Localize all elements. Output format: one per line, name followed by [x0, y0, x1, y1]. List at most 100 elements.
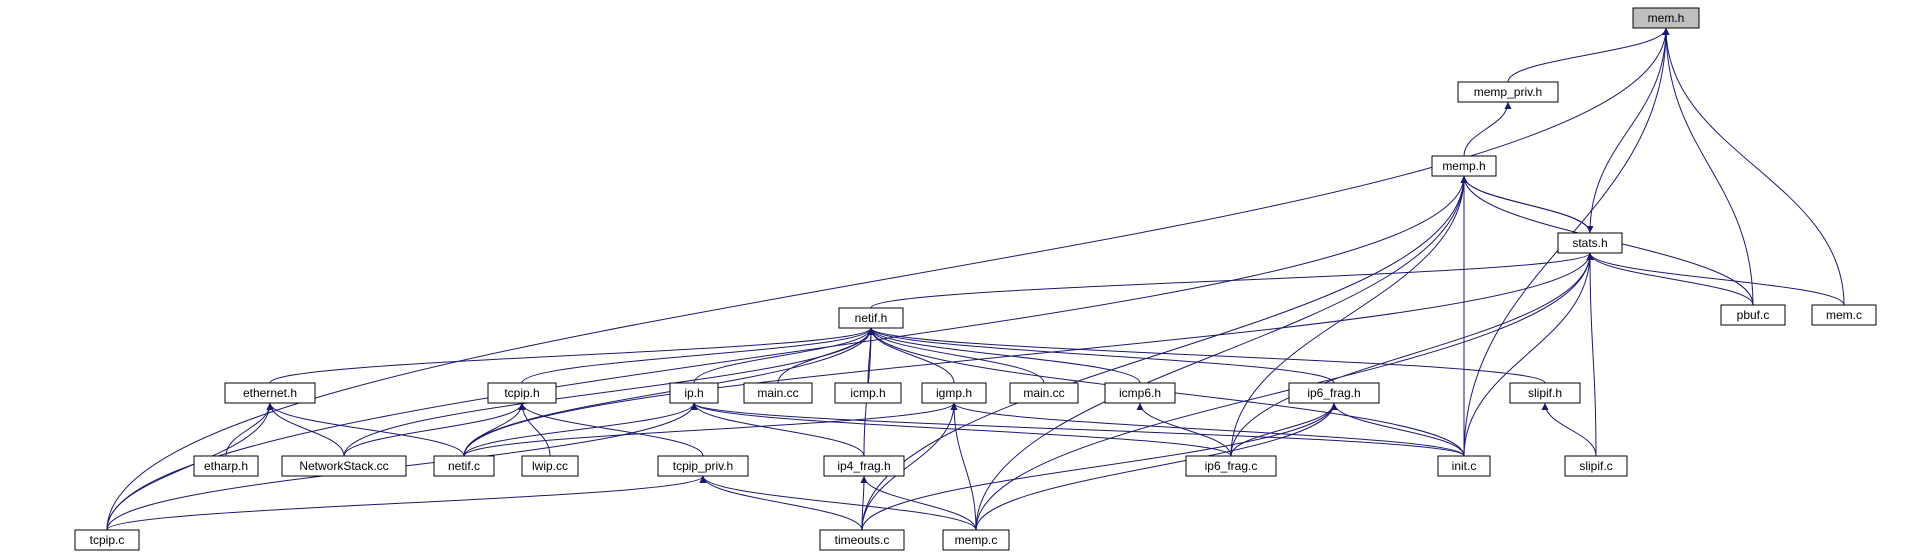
node-box — [1811, 304, 1877, 326]
node-label: memp.h — [1442, 159, 1485, 173]
node-tcpip-h[interactable]: tcpip.h — [487, 382, 557, 404]
edge-tcpip_c-to-tcpip_priv_h — [106, 475, 707, 531]
node-tcpip-priv-h[interactable]: tcpip_priv.h — [657, 455, 749, 477]
node-box — [1009, 382, 1079, 404]
node-main-cc-2[interactable]: main.cc — [1009, 382, 1079, 404]
node-ip6-frag-c[interactable]: ip6_frag.c — [1185, 455, 1277, 477]
node-box — [657, 455, 749, 477]
edge-stats_h-to-mem_h — [1589, 27, 1670, 234]
node-label: timeouts.c — [835, 533, 890, 547]
node-label: ip.h — [684, 386, 703, 400]
node-layer: mem.h memp_priv.h memp.h stats.h pbuf.c mem.c… — [74, 7, 1877, 551]
node-label: tcpip_priv.h — [673, 459, 733, 473]
node-networkstack-cc[interactable]: NetworkStack.cc — [281, 455, 407, 477]
node-box — [743, 382, 813, 404]
edge-memp_c-to-ip4_frag_h — [860, 475, 977, 531]
node-box — [1288, 382, 1380, 404]
node-igmp-h[interactable]: igmp.h — [921, 382, 987, 404]
node-box — [942, 529, 1010, 551]
node-label: ip6_frag.c — [1205, 459, 1258, 473]
edge-ip6_frag_c-to-stats_h — [1230, 252, 1594, 457]
node-mem-h[interactable]: mem.h — [1632, 7, 1700, 29]
edge-slipif_c-to-stats_h — [1586, 252, 1597, 457]
edge-ip4_frag_h-to-ip_h — [690, 402, 865, 457]
node-box — [1720, 304, 1786, 326]
node-ip4-frag-h[interactable]: ip4_frag.h — [823, 455, 905, 477]
node-label: slipif.c — [1579, 459, 1612, 473]
edge-memp_h-to-stats_h — [1463, 175, 1594, 234]
node-box — [1185, 455, 1277, 477]
node-label: igmp.h — [936, 386, 972, 400]
node-ip6-frag-h[interactable]: ip6_frag.h — [1288, 382, 1380, 404]
node-timeouts-c[interactable]: timeouts.c — [819, 529, 905, 551]
node-init-c[interactable]: init.c — [1437, 455, 1491, 477]
edge-tcpip_c-to-ethernet_h — [106, 402, 274, 531]
edge-mem_c-to-mem_h — [1662, 27, 1845, 306]
node-box — [1457, 81, 1559, 103]
node-lwip-cc[interactable]: lwip.cc — [521, 455, 579, 477]
edge-memp_c-to-igmp_h — [950, 402, 977, 531]
node-mem-c[interactable]: mem.c — [1811, 304, 1877, 326]
node-icmp-h[interactable]: icmp.h — [834, 382, 902, 404]
edge-ip6_frag_c-to-ip_h — [690, 402, 1232, 457]
edge-init_c-to-ip_h — [690, 402, 1465, 457]
edge-init_c-to-stats_h — [1463, 252, 1594, 457]
node-label: slipif.h — [1528, 386, 1562, 400]
edge-netif_c-to-ip_h — [463, 402, 698, 457]
edge-tcpip_c-to-memp_h — [106, 175, 1468, 531]
edge-networkstack_cc-to-tcpip_h — [343, 402, 526, 457]
node-tcpip-c[interactable]: tcpip.c — [74, 529, 140, 551]
node-netif-h[interactable]: netif.h — [838, 307, 904, 329]
node-etharp-h[interactable]: etharp.h — [193, 455, 259, 477]
node-box — [487, 382, 557, 404]
edge-slipif_h-to-netif_h — [867, 327, 1546, 384]
node-slipif-h[interactable]: slipif.h — [1509, 382, 1581, 404]
edge-timeouts_c-to-tcpip_priv_h — [699, 475, 863, 531]
node-box — [819, 529, 905, 551]
node-ip-h[interactable]: ip.h — [669, 382, 719, 404]
edge-slipif_c-to-slipif_h — [1541, 402, 1597, 457]
edge-netif_c-to-ethernet_h — [266, 402, 465, 457]
node-label: netif.h — [855, 311, 888, 325]
node-memp-priv-h[interactable]: memp_priv.h — [1457, 81, 1559, 103]
node-box — [1431, 155, 1497, 177]
node-label: icmp6.h — [1119, 386, 1161, 400]
node-box — [281, 455, 407, 477]
node-memp-h[interactable]: memp.h — [1431, 155, 1497, 177]
node-box — [1437, 455, 1491, 477]
node-ethernet-h[interactable]: ethernet.h — [224, 382, 316, 404]
node-label: mem.h — [1648, 11, 1685, 25]
node-memp-c[interactable]: memp.c — [942, 529, 1010, 551]
node-box — [1557, 232, 1623, 254]
node-box — [669, 382, 719, 404]
edge-memp_c-to-memp_h — [975, 175, 1468, 531]
edge-memp_c-to-tcpip_priv_h — [699, 475, 977, 531]
edge-memp_h-to-memp_priv_h — [1463, 101, 1512, 157]
edge-etharp_h-to-ethernet_h — [225, 402, 274, 457]
node-box — [224, 382, 316, 404]
edge-netif_c-to-igmp_h — [463, 402, 958, 457]
node-netif-c[interactable]: netif.c — [433, 455, 495, 477]
node-pbuf-c[interactable]: pbuf.c — [1720, 304, 1786, 326]
edge-memp_c-to-stats_h — [975, 252, 1594, 531]
node-main-cc-1[interactable]: main.cc — [743, 382, 813, 404]
node-box — [521, 455, 579, 477]
edge-mem_c-to-stats_h — [1586, 252, 1845, 306]
edge-ip_h-to-netif_h — [693, 327, 875, 384]
node-slipif-c[interactable]: slipif.c — [1564, 455, 1628, 477]
node-label: memp.c — [955, 533, 998, 547]
node-box — [1632, 7, 1700, 29]
node-box — [921, 382, 987, 404]
node-label: mem.c — [1826, 308, 1862, 322]
node-box — [838, 307, 904, 329]
node-icmp6-h[interactable]: icmp6.h — [1104, 382, 1176, 404]
edge-icmp6_h-to-netif_h — [867, 327, 1141, 384]
edge-memp_priv_h-to-mem_h — [1507, 27, 1670, 83]
node-label: main.cc — [1023, 386, 1064, 400]
node-label: lwip.cc — [532, 459, 568, 473]
node-label: pbuf.c — [1737, 308, 1770, 322]
node-label: main.cc — [757, 386, 798, 400]
node-stats-h[interactable]: stats.h — [1557, 232, 1623, 254]
edge-pbuf_c-to-stats_h — [1586, 252, 1754, 306]
edge-timeouts_c-to-igmp_h — [861, 402, 958, 531]
